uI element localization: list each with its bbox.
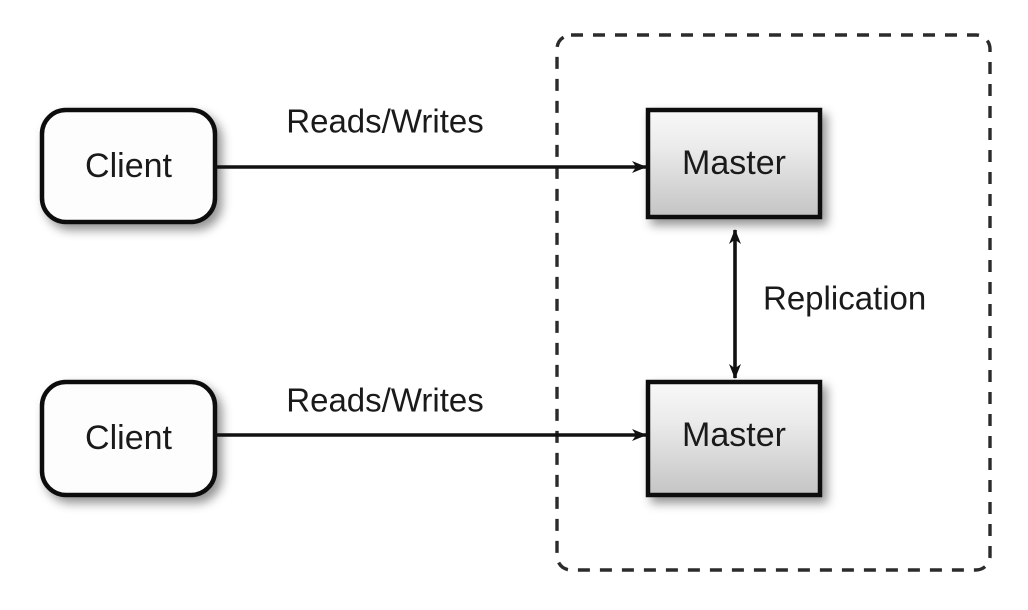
edge-label-reads-writes-bottom: Reads/Writes [286,382,483,419]
master-top-shape [645,107,823,220]
client-bottom-label: Client [85,419,172,457]
node-client-top[interactable]: Client [39,107,218,225]
master-top-label: Master [682,144,786,182]
edge-label-replication: Replication [763,280,926,317]
client-bottom-shape [39,379,218,498]
replication-cluster-boundary [555,33,992,572]
edge-label-reads-writes-top: Reads/Writes [286,103,483,140]
master-bottom-shape [645,379,823,498]
node-master-bottom[interactable]: Master [645,379,823,498]
client-top-label: Client [85,147,172,185]
master-bottom-label: Master [682,416,786,454]
node-client-bottom[interactable]: Client [39,379,218,498]
node-master-top[interactable]: Master [645,107,823,220]
